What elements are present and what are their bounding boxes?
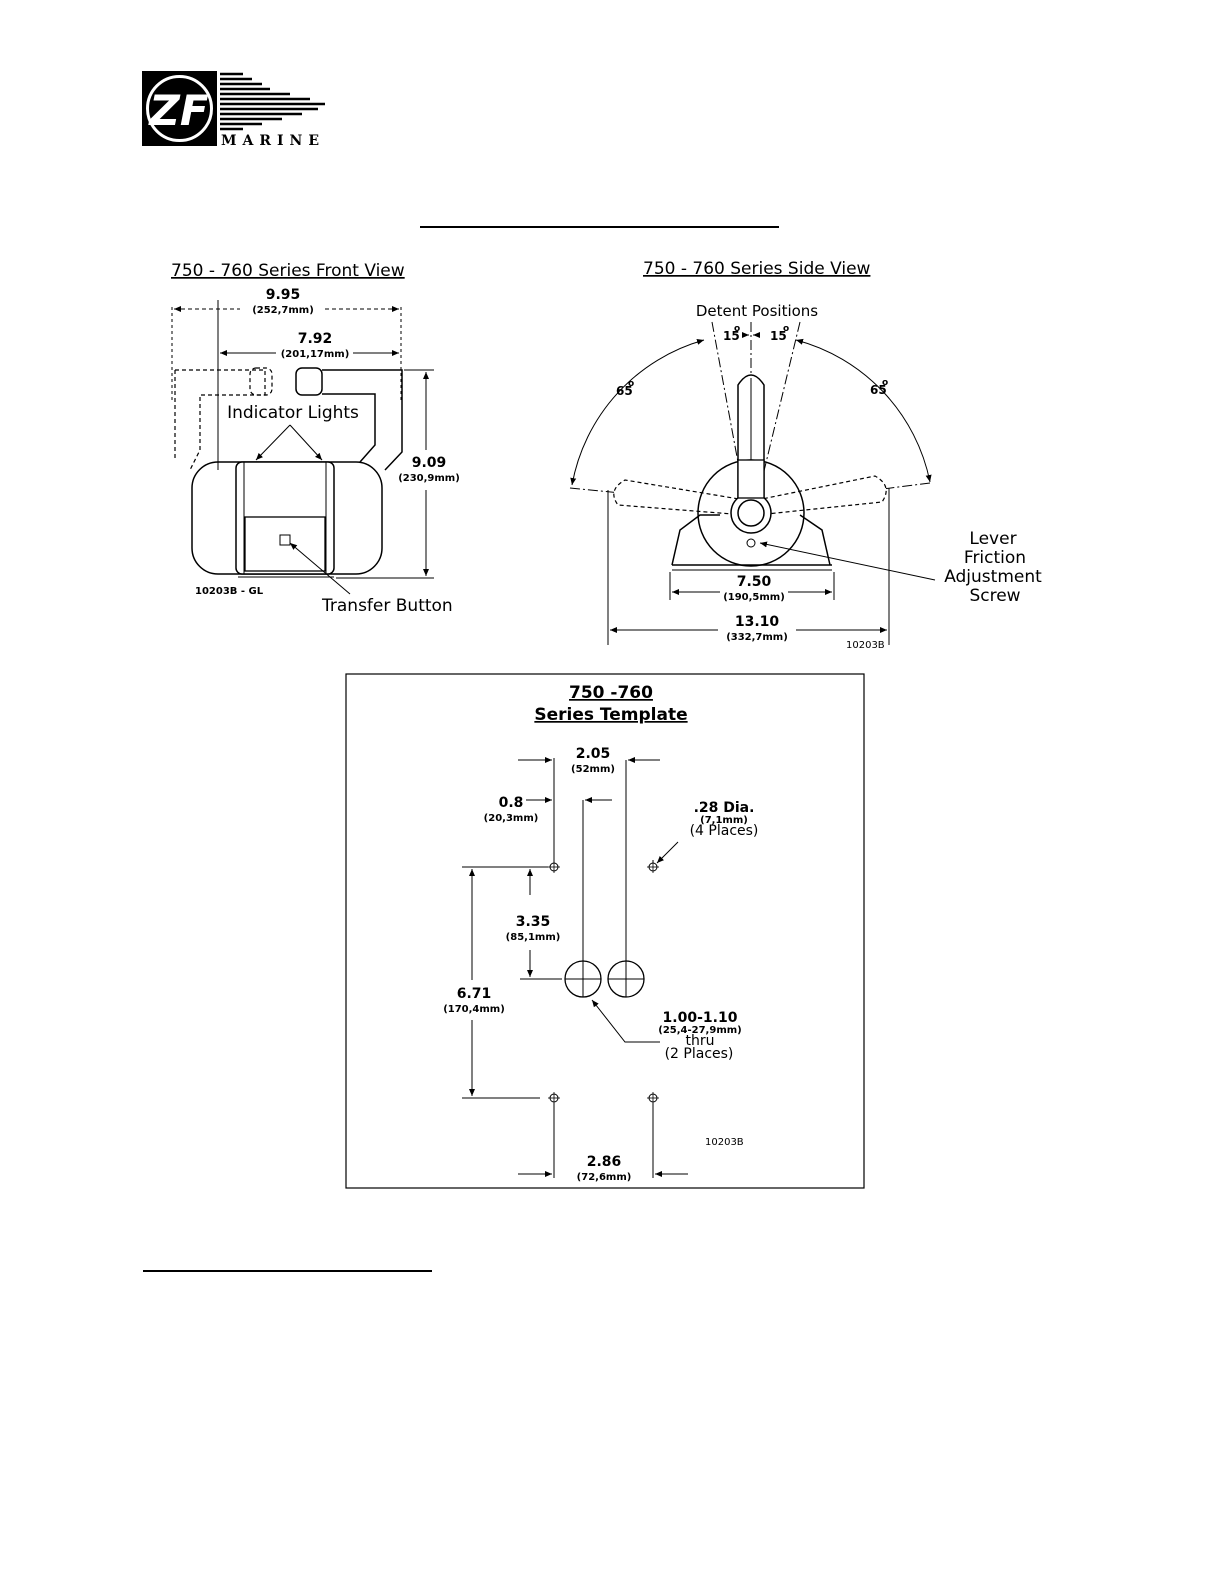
front-body-width: 7.92 xyxy=(298,331,333,347)
angle-left-small: 15 xyxy=(723,329,740,343)
template-frame xyxy=(345,673,865,1189)
transfer-button-label: Transfer Button xyxy=(321,596,453,616)
small-hole-top-right xyxy=(647,861,659,873)
front-body-width-mm: (201,17mm) xyxy=(281,349,350,360)
large-hole-places: (2 Places) xyxy=(665,1046,734,1062)
small-hole-diameter: .28 Dia. xyxy=(694,800,755,816)
friction-line-1: Lever xyxy=(969,529,1016,549)
template-offset: 0.8 xyxy=(499,795,524,811)
side-overall-width: 13.10 xyxy=(735,614,780,630)
angle-right-small: 15 xyxy=(770,329,787,343)
front-part-number: 10203B - GL xyxy=(195,586,264,597)
large-hole-diameter-mm: (25,4-27,9mm) xyxy=(658,1025,741,1036)
angle-left-large-degree: o xyxy=(628,379,634,389)
angle-left-small-degree: o xyxy=(734,324,740,334)
small-hole-diameter-mm: (7,1mm) xyxy=(700,815,748,826)
angle-right-large: 65 xyxy=(870,383,887,397)
large-hole-thru: thru xyxy=(686,1033,715,1049)
friction-line-4: Screw xyxy=(969,586,1020,606)
template-vertical-offset-mm: (85,1mm) xyxy=(506,932,561,943)
large-hole-right xyxy=(607,960,645,998)
mounting-template: 750 -760 Series Template 2.05 (52mm) 0.8… xyxy=(345,673,865,1189)
side-part-number: 10203B xyxy=(846,640,885,651)
template-overall-height-mm: (170,4mm) xyxy=(443,1004,505,1015)
template-bottom-spacing: 2.86 xyxy=(587,1154,622,1170)
template-title-line-1: 750 -760 xyxy=(569,683,653,703)
small-hole-bottom-right xyxy=(647,1092,659,1104)
side-view-title: 750 - 760 Series Side View xyxy=(643,259,871,279)
template-hole-spacing: 2.05 xyxy=(576,746,611,762)
angle-right-large-degree: o xyxy=(882,378,888,388)
front-view-drawing: 750 - 760 Series Front View 9.95 (252,7m… xyxy=(171,261,460,616)
template-title-line-2: Series Template xyxy=(534,705,687,725)
template-overall-height: 6.71 xyxy=(457,986,492,1002)
side-base-width: 7.50 xyxy=(737,574,772,590)
template-part-number: 10203B xyxy=(705,1137,744,1148)
template-vertical-offset: 3.35 xyxy=(516,914,551,930)
large-hole-left xyxy=(564,960,602,998)
front-height-mm: (230,9mm) xyxy=(398,473,460,484)
template-bottom-spacing-mm: (72,6mm) xyxy=(577,1172,632,1183)
detent-positions-label: Detent Positions xyxy=(696,302,818,320)
side-base-width-mm: (190,5mm) xyxy=(723,592,785,603)
large-hole-diameter: 1.00-1.10 xyxy=(663,1010,738,1026)
front-overall-width-mm: (252,7mm) xyxy=(252,305,314,316)
front-height: 9.09 xyxy=(412,455,447,471)
small-hole-places: (4 Places) xyxy=(690,823,759,839)
zf-marine-logo: ZF MARINE xyxy=(142,71,325,149)
logo-letters: ZF xyxy=(147,86,208,135)
small-hole-bottom-left xyxy=(548,1092,560,1104)
logo-brand: MARINE xyxy=(221,133,325,149)
logo-speed-lines xyxy=(220,72,325,131)
angle-right-small-degree: o xyxy=(783,324,789,334)
front-view-title: 750 - 760 Series Front View xyxy=(171,261,405,281)
friction-line-3: Adjustment xyxy=(944,567,1042,587)
template-offset-mm: (20,3mm) xyxy=(484,813,539,824)
friction-line-2: Friction xyxy=(964,548,1026,568)
front-overall-width: 9.95 xyxy=(266,287,301,303)
indicator-lights-label: Indicator Lights xyxy=(227,403,359,423)
side-overall-width-mm: (332,7mm) xyxy=(726,632,788,643)
template-hole-spacing-mm: (52mm) xyxy=(571,764,615,775)
side-view-drawing: 750 - 760 Series Side View Detent Positi… xyxy=(569,259,1042,651)
small-hole-top-left xyxy=(548,861,560,873)
angle-left-large: 65 xyxy=(616,384,633,398)
